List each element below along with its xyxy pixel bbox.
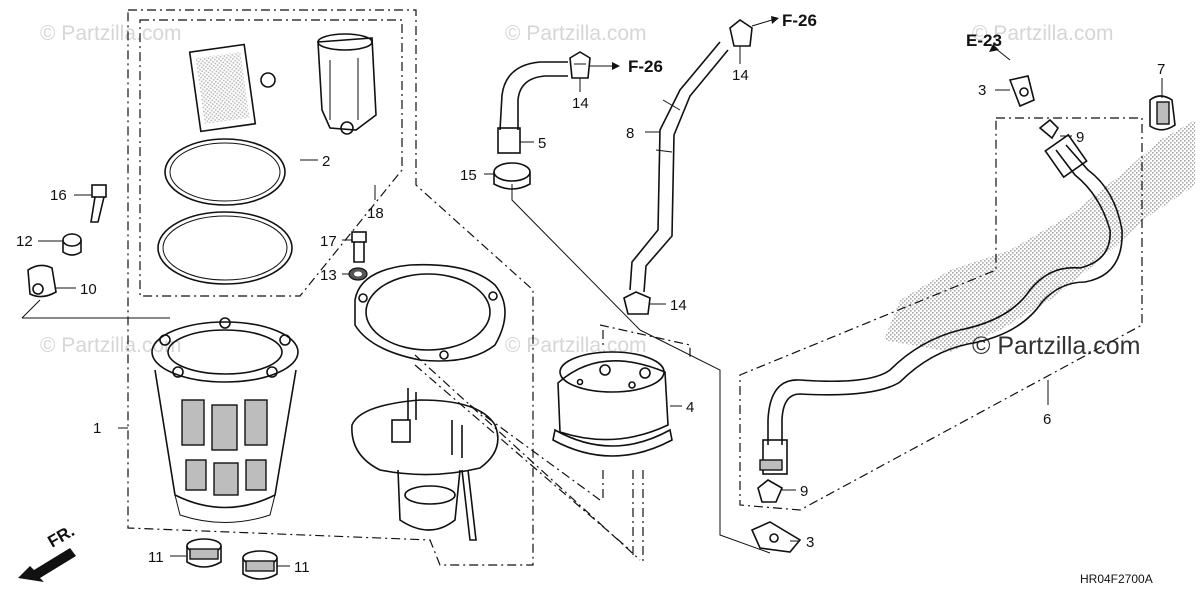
grommet-11-right	[242, 550, 278, 580]
callout-16[interactable]: 16	[50, 187, 67, 204]
callout-1[interactable]: 1	[93, 420, 101, 437]
callout-13[interactable]: 13	[320, 267, 337, 284]
reference-f26-b[interactable]: F-26	[782, 11, 817, 30]
callout-14[interactable]: 14	[732, 67, 749, 84]
fuel-line-connector-upper	[1044, 133, 1088, 179]
pump-gasket	[354, 263, 506, 362]
o-ring-inner-edge	[162, 215, 288, 281]
alignment-line	[414, 354, 641, 561]
bolt-16	[90, 184, 107, 223]
fuel-filter-canister	[151, 317, 299, 523]
callout-14[interactable]: 14	[572, 95, 589, 112]
cover-alignment	[602, 330, 644, 565]
callout-3[interactable]: 3	[806, 534, 814, 551]
clip-14-c	[623, 291, 651, 315]
callout-15[interactable]: 15	[460, 167, 477, 184]
arrow-head	[771, 16, 779, 24]
clip-9-lower	[757, 479, 784, 503]
callout-14[interactable]: 14	[670, 297, 687, 314]
watermarks: © Partzilla.com © Partzilla.com © Partzi…	[40, 22, 1114, 357]
callout-10[interactable]: 10	[80, 281, 97, 298]
callout-11[interactable]: 11	[294, 559, 310, 576]
clip-9-upper	[1038, 118, 1060, 140]
callout-18[interactable]: 18	[367, 205, 384, 222]
assembly-outline-18	[127, 9, 534, 566]
o-ring-large-upper	[164, 138, 286, 206]
callout-5[interactable]: 5	[538, 135, 546, 152]
filter-retainer	[317, 33, 377, 135]
arrow-head	[612, 62, 620, 70]
callout-8[interactable]: 8	[626, 125, 634, 142]
o-ring-inner-edge	[169, 142, 281, 202]
reference-e23[interactable]: E-23	[966, 31, 1002, 50]
callout-17[interactable]: 17	[320, 233, 337, 250]
callout-12[interactable]: 12	[16, 233, 33, 250]
watermark: © Partzilla.com	[972, 22, 1114, 45]
fuel-line-connector-lower	[762, 439, 788, 475]
callout-2[interactable]: 2	[322, 153, 330, 170]
watermark-large: © Partzilla.com	[972, 332, 1140, 360]
leader	[639, 329, 771, 554]
watermark: © Partzilla.com	[505, 22, 647, 45]
gasket-pack	[188, 43, 257, 133]
hose-8	[629, 41, 729, 293]
reference-f26-a[interactable]: F-26	[628, 57, 663, 76]
kit-outline-2	[139, 19, 403, 297]
grommet-10	[27, 264, 57, 298]
watermark: © Partzilla.com	[40, 22, 182, 45]
arrow-head	[989, 44, 999, 52]
hose-5-fitting	[497, 127, 521, 154]
front-direction-arrow: FR.	[18, 521, 78, 582]
callout-leaders	[38, 46, 1163, 567]
washer-13	[348, 267, 368, 281]
arrow	[751, 19, 773, 27]
o-ring-large-lower	[157, 211, 293, 285]
callout-9[interactable]: 9	[1076, 129, 1084, 146]
watermark: © Partzilla.com	[40, 334, 182, 357]
grommet-11-left	[186, 538, 222, 568]
bracket-3-upper	[1008, 75, 1035, 108]
wing-logo-shading	[884, 120, 1195, 352]
callout-11[interactable]: 11	[148, 549, 164, 566]
bracket-3-lower	[750, 521, 802, 553]
small-o-ring	[260, 72, 276, 88]
clip-14-a	[569, 51, 591, 79]
callout-6[interactable]: 6	[1043, 411, 1051, 428]
clip-14-b	[729, 19, 753, 47]
bolt-17	[351, 231, 367, 263]
watermark: © Partzilla.com	[505, 334, 647, 357]
front-label: FR.	[45, 521, 78, 551]
grommet-7	[1149, 95, 1176, 131]
callout-9[interactable]: 9	[800, 483, 808, 500]
callout-4[interactable]: 4	[686, 399, 694, 416]
fuel-pump-unit	[351, 388, 499, 541]
callouts: 1 2 3 3 4 5 6 7 8 9 9 10 11 11 12 13 14 …	[16, 61, 1165, 576]
pump-cover	[552, 351, 673, 457]
hose-mark	[655, 99, 681, 153]
collar-12	[62, 233, 82, 256]
hose-5	[499, 61, 568, 131]
callout-7[interactable]: 7	[1157, 61, 1165, 78]
fuel-line-outline-6	[739, 117, 1143, 511]
fuel-line-6	[767, 144, 1123, 445]
leader	[21, 299, 170, 319]
leader	[511, 184, 641, 331]
connector-band	[759, 459, 783, 471]
callout-3[interactable]: 3	[978, 82, 986, 99]
diagram-code: HR04F2700A	[1080, 572, 1153, 586]
